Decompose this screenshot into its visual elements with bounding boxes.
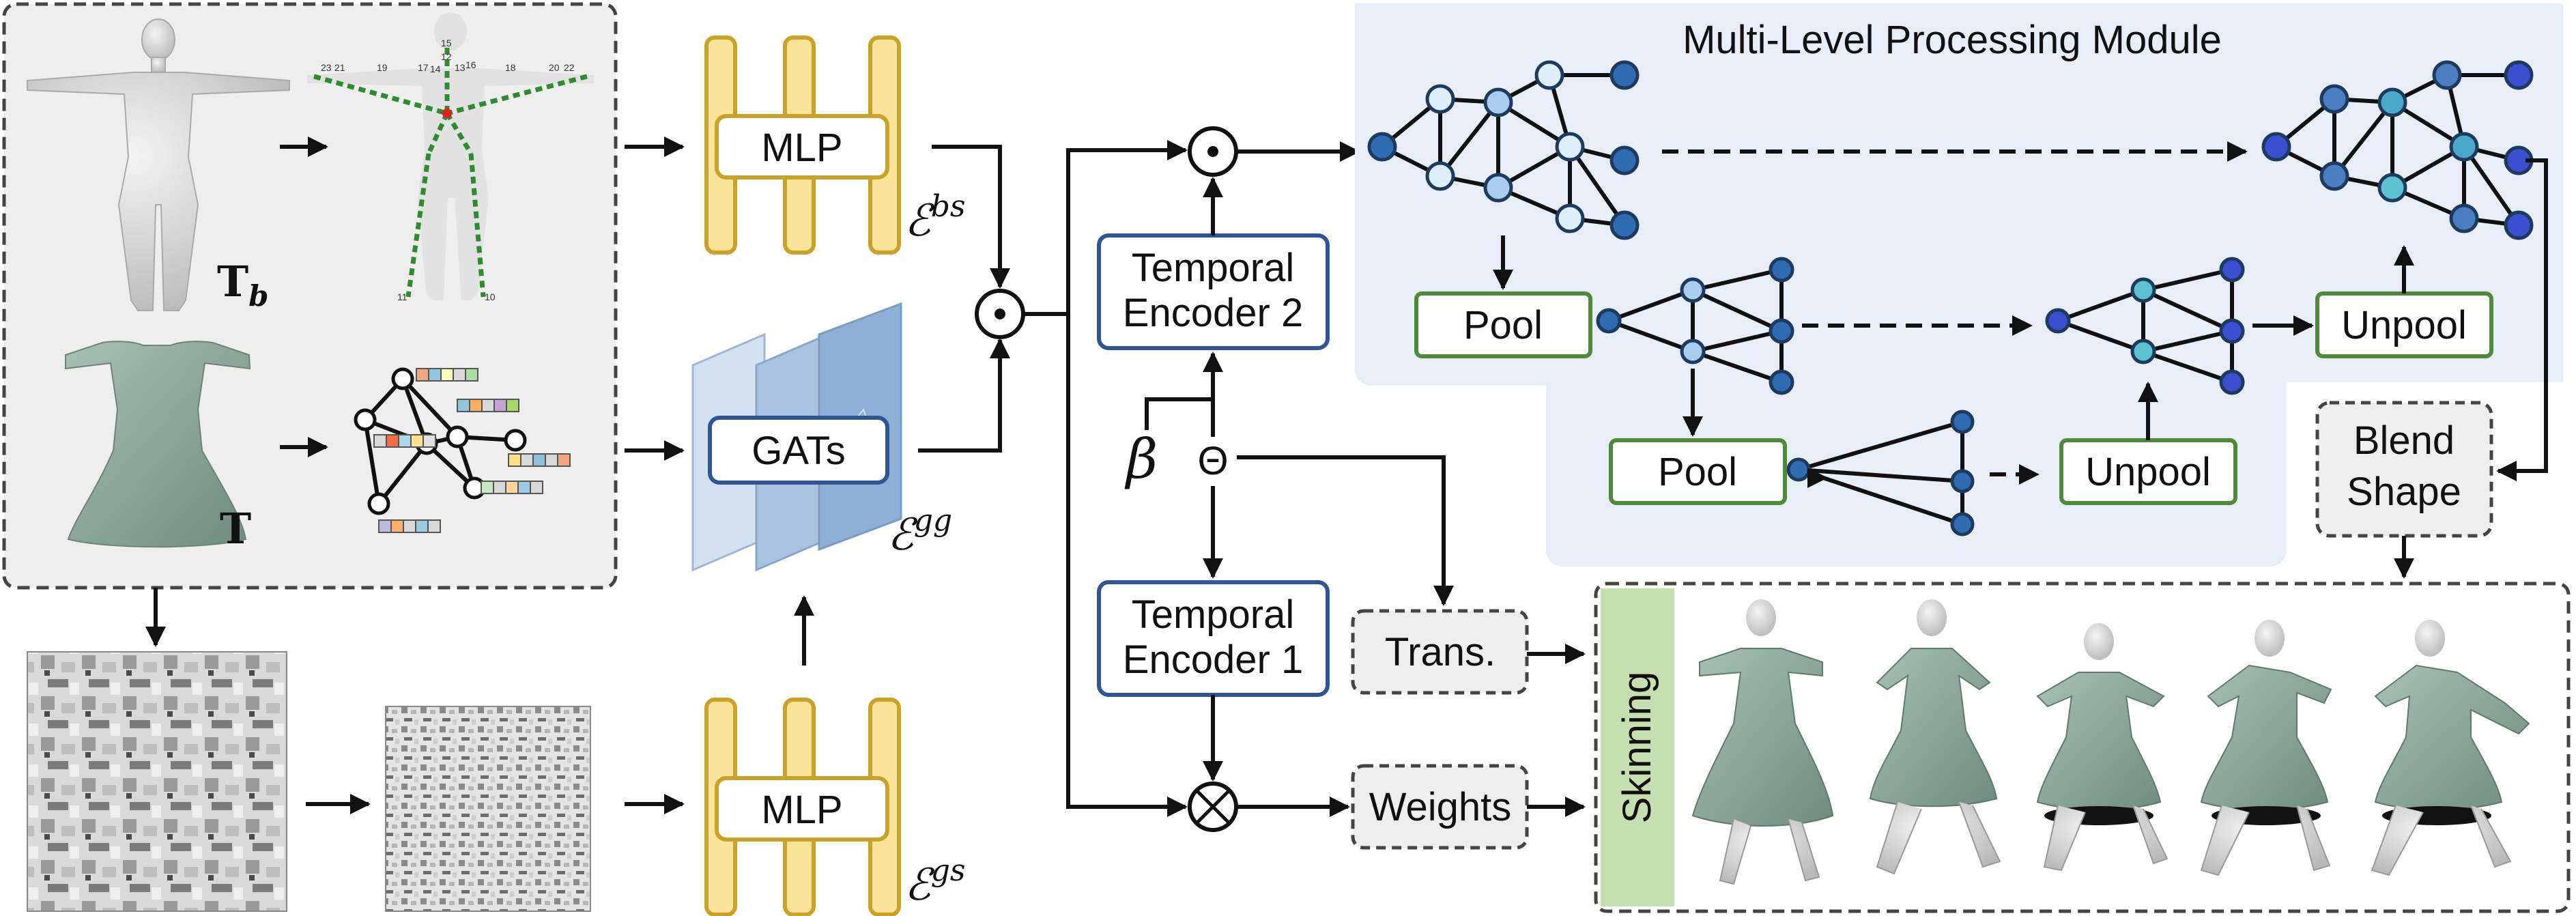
posed-result-5 xyxy=(2371,620,2530,876)
garment-label: T xyxy=(220,504,251,554)
skinning-label: Skinning xyxy=(1615,672,1659,823)
mlp-top-symbol: ℰbs xyxy=(904,189,966,246)
blend-shape-line1: Blend xyxy=(2353,418,2455,463)
joint-number: 17 xyxy=(418,62,429,73)
connector xyxy=(1145,397,1213,430)
distance-matrix-small xyxy=(385,706,591,912)
pool-label-2: Pool xyxy=(1658,450,1737,494)
mlp-bottom-symbol: ℰgs xyxy=(904,853,966,911)
skinning-bar xyxy=(1601,588,1674,906)
garment-mesh-image xyxy=(65,341,251,548)
joint-number: 20 xyxy=(549,62,560,73)
gats-symbol: ℰgg xyxy=(887,503,952,560)
blend-shape-line2: Shape xyxy=(2347,470,2461,514)
pool-label-1: Pool xyxy=(1463,303,1543,347)
mlp-top-label: MLP xyxy=(761,126,842,170)
trans-label: Trans. xyxy=(1385,630,1495,674)
posed-result-3 xyxy=(2036,623,2169,872)
joint-number: 16 xyxy=(466,59,476,70)
gats-label: GATs xyxy=(752,429,846,473)
otimes-operator xyxy=(1188,782,1238,832)
trans-box: Trans. xyxy=(1351,609,1529,695)
pool-box-2: Pool xyxy=(1609,438,1787,505)
joint-number: 13 xyxy=(455,62,466,73)
temporal-encoder-1: Temporal Encoder 1 xyxy=(1097,580,1330,697)
mlp-encoder-top: MLP xyxy=(704,35,901,255)
pool-box-1: Pool xyxy=(1414,291,1592,358)
joint-number: 11 xyxy=(397,291,407,302)
hadamard-operator-left xyxy=(975,289,1025,339)
connector xyxy=(932,145,1010,289)
skeleton-image: 23 21 19 17 15 12 13 16 18 20 22 14 11 1… xyxy=(307,12,594,302)
body-label: Tb xyxy=(217,257,269,313)
joint-number: 10 xyxy=(485,291,496,302)
weights-box: Weights xyxy=(1351,764,1529,850)
joint-number: 19 xyxy=(377,62,388,73)
joint-number: 15 xyxy=(441,38,452,48)
connector xyxy=(1237,455,1454,606)
unpool-label-2: Unpool xyxy=(2085,450,2211,494)
body-mesh-image xyxy=(27,18,290,311)
blend-shape-box: Blend Shape xyxy=(2315,401,2493,538)
distance-matrix-large xyxy=(27,651,287,912)
gats-encoder: GATs xyxy=(691,302,902,572)
posed-result-1 xyxy=(1691,599,1834,885)
temporal-encoder-1-line1: Temporal xyxy=(1132,592,1295,637)
temporal-encoder-1-line2: Encoder 1 xyxy=(1123,638,1303,682)
joint-number: 21 xyxy=(334,62,345,73)
connector xyxy=(1023,140,1188,316)
unpool-box-2: Unpool xyxy=(2059,438,2237,505)
theta-symbol: Θ xyxy=(1197,439,1228,483)
joint-number: 23 xyxy=(321,62,332,73)
hadamard-operator-top xyxy=(1188,126,1238,177)
garment-graph xyxy=(354,367,571,533)
posed-result-2 xyxy=(1869,599,2001,875)
graph-level-1-input xyxy=(1596,257,1794,395)
posed-result-4 xyxy=(2200,620,2332,876)
multi-level-module-panel xyxy=(1355,3,2563,567)
temporal-encoder-2-line1: Temporal xyxy=(1132,246,1295,290)
module-title: Multi-Level Processing Module xyxy=(1683,18,2222,62)
graph-level-0-output xyxy=(2261,60,2534,240)
graph-level-1-output xyxy=(2045,257,2245,395)
connector xyxy=(1066,314,1188,817)
graph-level-0-input xyxy=(1367,60,1640,240)
joint-number: 22 xyxy=(564,62,575,73)
graph-level-2 xyxy=(1786,410,1975,536)
mlp-bottom-label: MLP xyxy=(761,788,842,832)
connector xyxy=(2496,158,2548,481)
beta-symbol: β xyxy=(1124,427,1158,491)
connector xyxy=(918,338,1010,453)
weights-label: Weights xyxy=(1369,785,1511,829)
temporal-encoder-2-line2: Encoder 2 xyxy=(1123,291,1303,335)
mlp-encoder-bottom: MLP xyxy=(704,698,901,916)
joint-number: 14 xyxy=(430,63,441,74)
joint-number: 18 xyxy=(505,62,516,73)
unpool-label-1: Unpool xyxy=(2341,303,2467,347)
unpool-box-1: Unpool xyxy=(2315,291,2493,358)
temporal-encoder-2: Temporal Encoder 2 xyxy=(1097,233,1330,350)
joint-number: 12 xyxy=(441,51,452,62)
